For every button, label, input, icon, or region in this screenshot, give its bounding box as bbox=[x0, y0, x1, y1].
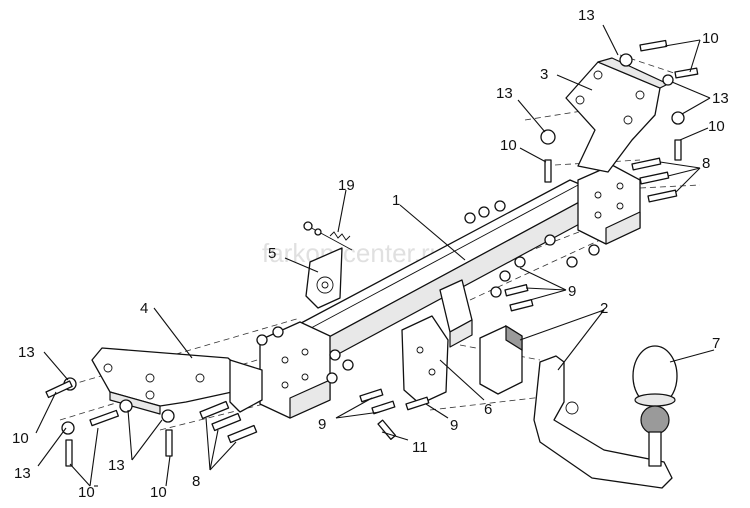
leader-lines bbox=[35, 24, 715, 487]
callout-10-center: 10 bbox=[500, 137, 517, 154]
callout-1: 1 bbox=[392, 192, 400, 209]
callout-2: 2 bbox=[600, 300, 608, 317]
right-side-bracket bbox=[565, 57, 669, 173]
callout-10-right: 10 bbox=[708, 118, 725, 135]
callout-8-right: 8 bbox=[702, 155, 710, 172]
callout-7: 7 bbox=[712, 335, 720, 352]
callout-11: 11 bbox=[412, 439, 428, 456]
tow-ball bbox=[632, 345, 678, 467]
callout-10-bottom: 10 bbox=[150, 484, 167, 501]
callout-3: 3 bbox=[540, 66, 548, 83]
callout-13-right: 13 bbox=[712, 90, 729, 107]
callout-4: 4 bbox=[140, 300, 148, 317]
callout-10-top-right: 10 bbox=[702, 30, 719, 47]
callout-10-left: 10 bbox=[12, 430, 29, 447]
callout-13-left: 13 bbox=[18, 344, 35, 361]
socket-plate bbox=[305, 247, 343, 309]
callout-8-left: 8 bbox=[192, 473, 200, 490]
callout-9-right: 9 bbox=[568, 283, 576, 300]
ball-mount-assembly bbox=[479, 324, 673, 489]
main-cross-beam bbox=[259, 164, 641, 419]
left-side-bracket bbox=[91, 347, 263, 415]
callout-13-top: 13 bbox=[578, 7, 595, 24]
callout-13-bottom: 13 bbox=[108, 457, 125, 474]
callout-6: 6 bbox=[484, 401, 492, 418]
callout-13-bottom-left: 13 bbox=[14, 465, 31, 482]
spring-bolt-set bbox=[303, 221, 353, 251]
callout-13-center: 13 bbox=[496, 85, 513, 102]
fasteners bbox=[45, 39, 699, 467]
callout-labels: 1 2 3 4 5 6 7 8 8 9 9 9 10 10 10 10 10 1… bbox=[12, 7, 729, 501]
clamp-bracket bbox=[401, 315, 449, 405]
callout-10-bottom-extra: 10 bbox=[78, 484, 95, 501]
callout-5: 5 bbox=[268, 245, 276, 262]
callout-9-lower-right: 9 bbox=[450, 417, 458, 434]
callout-19: 19 bbox=[338, 177, 355, 194]
callout-9-lower-left: 9 bbox=[318, 416, 326, 433]
